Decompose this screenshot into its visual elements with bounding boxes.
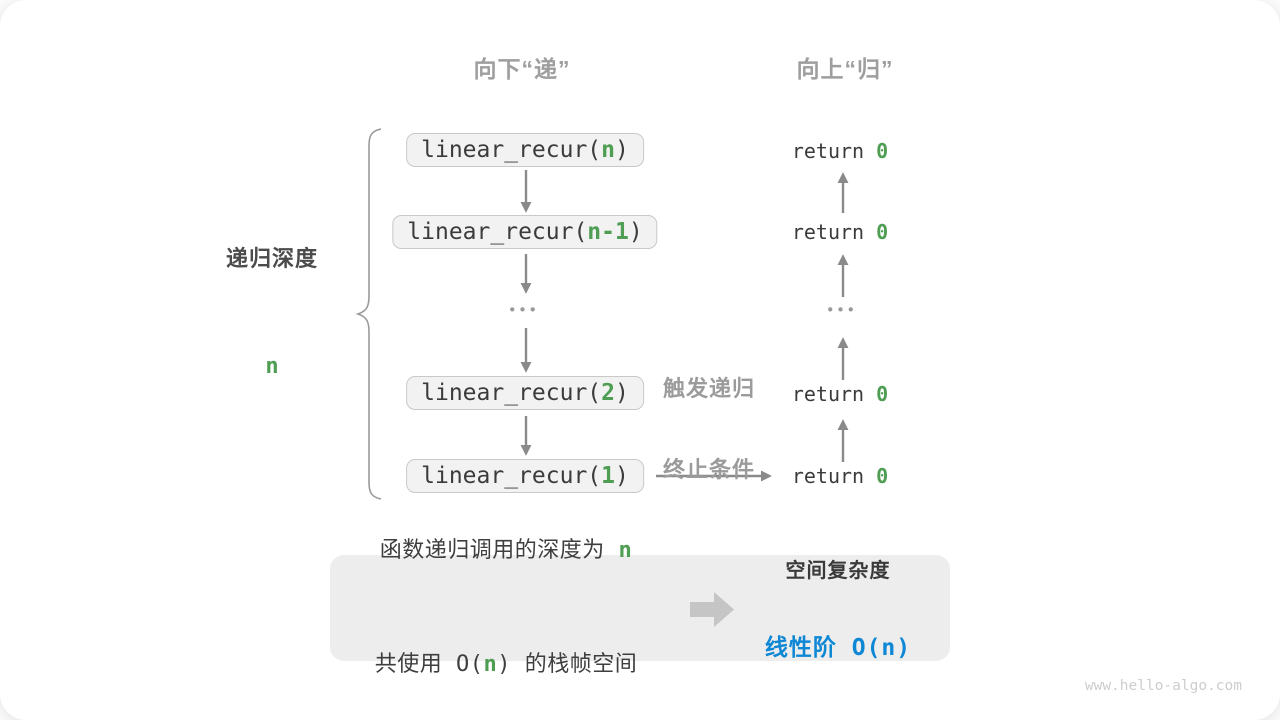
call-code: ) xyxy=(615,380,629,406)
return-statement-2: return 0 xyxy=(792,220,888,244)
call-code: ) xyxy=(628,219,643,245)
call-box-2: linear_recur(2) xyxy=(406,376,644,410)
return-code: return xyxy=(791,220,877,244)
call-code: linear_recur( xyxy=(421,137,602,163)
call-code: linear_recur( xyxy=(421,463,602,489)
return-code: return xyxy=(791,464,877,488)
call-code: linear_recur( xyxy=(421,380,602,406)
call-box-1: linear_recur(1) xyxy=(406,459,644,493)
summary-line2-var: n xyxy=(483,652,498,677)
summary-line2-text-post: ) 的栈帧空间 xyxy=(497,652,638,677)
summary-line1-var: n xyxy=(618,538,633,563)
call-code: ) xyxy=(615,463,629,489)
space-complexity-title: 空间复杂度 xyxy=(785,560,891,582)
return-value: 0 xyxy=(876,220,889,244)
recursion-depth-label: 递归深度 n xyxy=(226,169,318,457)
stack-ellipsis: ••• xyxy=(509,301,541,319)
return-statement-3: return 0 xyxy=(792,382,888,406)
call-code: linear_recur( xyxy=(407,219,588,245)
summary-line1-text: 函数递归调用的深度为 xyxy=(379,538,619,563)
base-case-label-line1: 触发递归 xyxy=(662,376,756,401)
column-heading-ascend: 向上“归” xyxy=(796,56,894,82)
summary-line2: 共使用 O(n) 的栈帧空间 xyxy=(375,646,638,684)
space-complexity-value: 线性阶 O(n) xyxy=(764,635,912,661)
call-code: ) xyxy=(615,137,629,163)
return-code: return xyxy=(791,382,877,406)
base-case-label: 触发递归 终止条件 xyxy=(663,321,755,537)
call-arg: 2 xyxy=(601,380,616,406)
call-arg: 1 xyxy=(601,463,616,489)
return-code: return xyxy=(791,139,877,163)
call-box-n-1: linear_recur(n-1) xyxy=(392,215,658,249)
base-case-label-line2: 终止条件 xyxy=(662,457,756,482)
return-value: 0 xyxy=(876,382,889,406)
summary-line1: 函数递归调用的深度为 n xyxy=(375,532,638,570)
recursion-depth-value: n xyxy=(265,354,279,379)
summary-result: 空间复杂度 线性阶 O(n) xyxy=(765,518,911,698)
summary-panel xyxy=(330,555,950,661)
return-statement-4: return 0 xyxy=(792,464,888,488)
return-statement-1: return 0 xyxy=(792,139,888,163)
call-arg: n-1 xyxy=(587,219,629,245)
call-arg: n xyxy=(601,137,616,163)
return-ellipsis: ••• xyxy=(827,301,859,319)
return-value: 0 xyxy=(876,139,889,163)
column-heading-descend: 向下“递” xyxy=(473,56,571,82)
recursion-depth-text: 递归深度 xyxy=(225,246,319,271)
summary-statement: 函数递归调用的深度为 n 共使用 O(n) 的栈帧空间 xyxy=(375,456,638,720)
return-value: 0 xyxy=(876,464,889,488)
summary-line2-text: 共使用 O( xyxy=(374,652,484,677)
depth-brace xyxy=(355,128,382,500)
watermark: www.hello-algo.com xyxy=(1084,678,1242,694)
call-box-n: linear_recur(n) xyxy=(406,133,644,167)
